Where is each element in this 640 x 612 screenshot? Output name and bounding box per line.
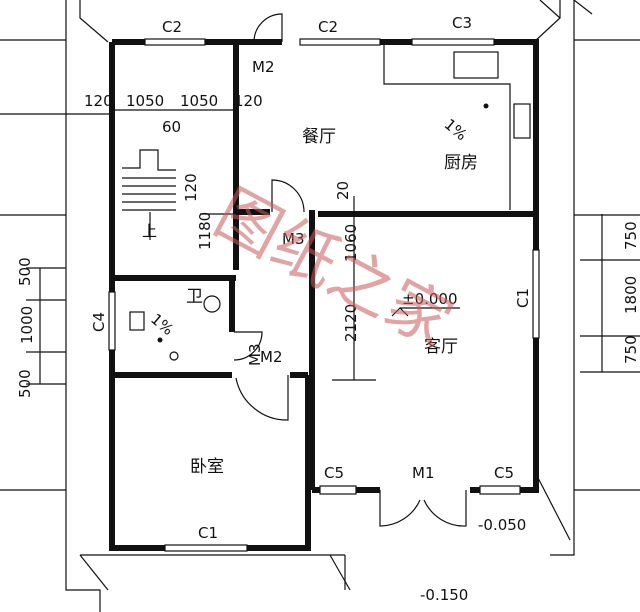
door-m1-left xyxy=(379,490,421,527)
label-window-c5-left: C5 xyxy=(324,464,344,482)
window-c1-right xyxy=(532,249,540,339)
dim-120-b: 120 xyxy=(234,92,263,110)
dim-500-b: 500 xyxy=(16,369,34,398)
room-kitchen-label: 厨房 xyxy=(444,153,478,173)
label-slope-kitchen: 1% xyxy=(441,115,471,144)
door-m1-right xyxy=(423,490,467,527)
floor-drain xyxy=(169,351,179,361)
watermark: 图纸之家 xyxy=(203,177,464,363)
label-window-c2-left: C2 xyxy=(162,18,182,36)
label-door-m3: M3 xyxy=(282,230,305,248)
door-bedroom xyxy=(235,375,289,421)
room-bedroom-label: 卧室 xyxy=(190,457,224,477)
label-door-m3-bath: M3 xyxy=(246,344,264,367)
doors xyxy=(233,13,467,527)
dim-120-c: 120 xyxy=(182,173,200,202)
door-m3-bath xyxy=(233,331,263,361)
dim-60: 60 xyxy=(162,118,181,136)
dim-1050-b: 1050 xyxy=(180,92,218,110)
dim-1180: 1180 xyxy=(196,212,214,250)
room-bath-label: 卫 xyxy=(186,287,203,307)
kitchen-stove xyxy=(513,103,531,139)
label-door-m1: M1 xyxy=(412,464,435,482)
dim-120-a: 120 xyxy=(84,92,113,110)
washbasin xyxy=(203,295,221,313)
window-c5-right xyxy=(479,485,521,495)
label-elevation-outside: -0.150 xyxy=(420,586,468,604)
window-c5-left xyxy=(319,485,357,495)
window-c2-top xyxy=(299,38,381,46)
kitchen-sink xyxy=(453,51,499,79)
stair xyxy=(122,149,176,240)
label-window-c1-right: C1 xyxy=(514,288,532,308)
label-window-c2-top: C2 xyxy=(318,18,338,36)
window-c4 xyxy=(108,291,116,351)
dim-1800: 1800 xyxy=(622,276,640,314)
label-door-m2-top: M2 xyxy=(252,58,275,76)
windows xyxy=(108,38,540,552)
dim-1060: 1060 xyxy=(342,224,360,262)
toilet xyxy=(129,311,145,331)
dim-750-b: 750 xyxy=(622,335,640,364)
dim-20: 20 xyxy=(334,181,352,200)
label-window-c3: C3 xyxy=(452,14,472,32)
window-c2-left xyxy=(144,38,206,46)
bath-fixtures xyxy=(129,295,221,361)
label-slope-bath: 1% xyxy=(147,310,177,339)
dim-2120: 2120 xyxy=(342,304,360,342)
dim-750-a: 750 xyxy=(622,221,640,250)
door-m2-top xyxy=(253,13,283,43)
room-dining-label: 餐厅 xyxy=(302,127,336,147)
dimension-lines xyxy=(0,109,640,385)
dim-1050-a: 1050 xyxy=(126,92,164,110)
label-stair: 上 xyxy=(142,222,157,240)
label-window-c5-right: C5 xyxy=(494,464,514,482)
label-window-c4: C4 xyxy=(90,312,108,332)
kitchen-fixtures xyxy=(383,42,531,210)
label-door-m2-bath: M2 xyxy=(260,348,283,366)
door-m3 xyxy=(271,179,305,213)
room-living-label: 客厅 xyxy=(424,337,458,357)
label-window-c1-bottom: C1 xyxy=(198,524,218,542)
window-c3 xyxy=(411,38,495,46)
label-elevation-entry: -0.050 xyxy=(478,516,526,534)
dim-1000: 1000 xyxy=(18,306,36,344)
dim-500-a: 500 xyxy=(16,257,34,286)
label-elevation-living: ±0.000 xyxy=(402,290,458,308)
window-c1-bottom xyxy=(164,544,248,552)
